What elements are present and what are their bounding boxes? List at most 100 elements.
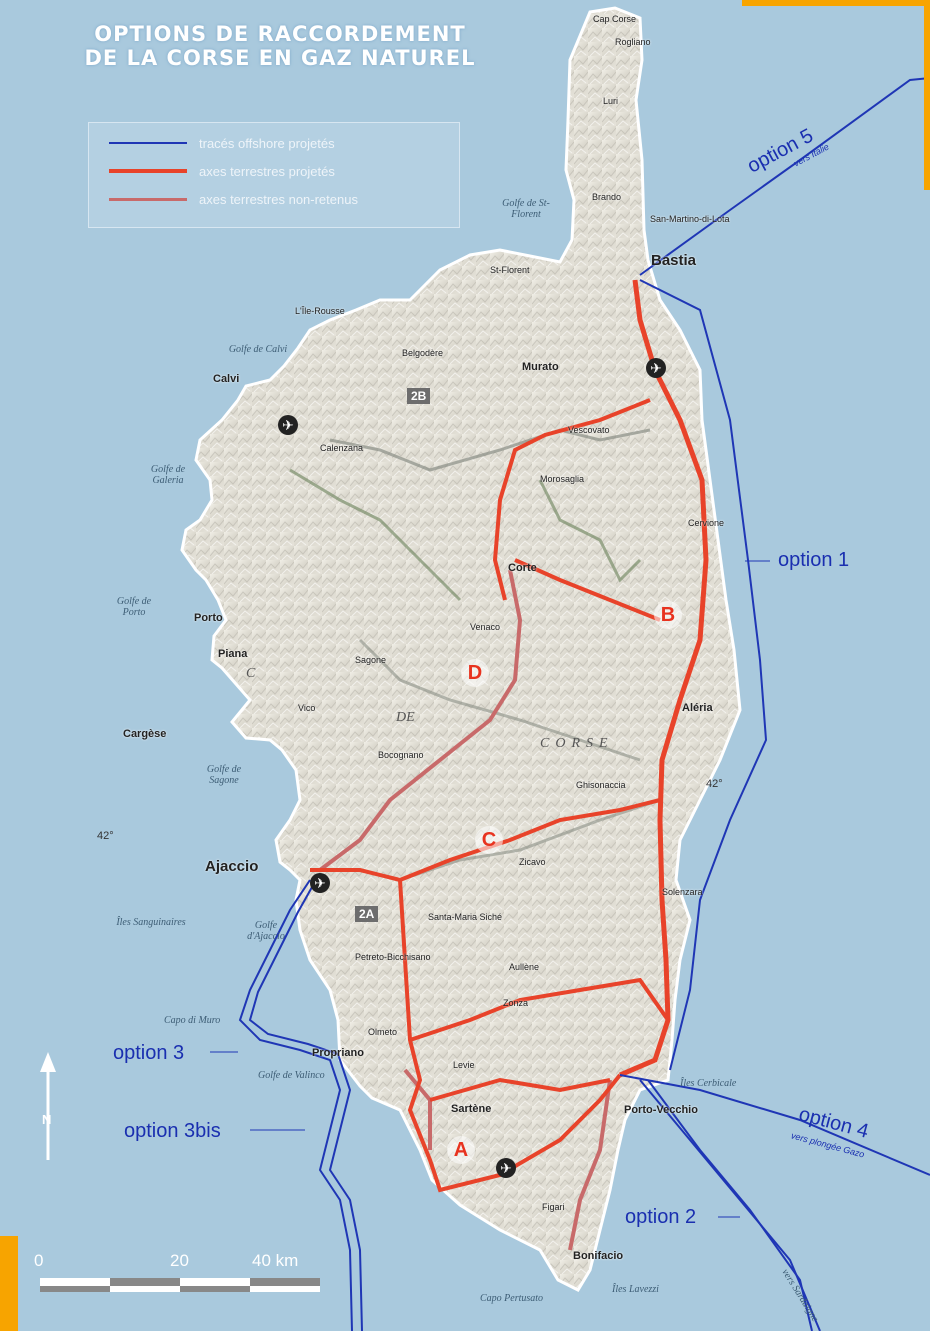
town-belgodere: Belgodère bbox=[402, 348, 444, 358]
town-murato: Murato bbox=[522, 361, 559, 373]
corsica-island bbox=[180, 6, 742, 1292]
sea-label-golfe-ajaccio: Golfe d'Ajaccio bbox=[247, 920, 285, 942]
zone-d-marker: D bbox=[461, 659, 489, 687]
offshore-route-option2b bbox=[647, 1079, 813, 1331]
legend-swatch-offshore bbox=[109, 142, 187, 144]
map-title: OPTIONS DE RACCORDEMENT DE LA CORSE EN G… bbox=[50, 22, 510, 70]
town-aullene: Aullène bbox=[509, 962, 540, 972]
offshore-route-option4 bbox=[619, 1074, 930, 1176]
bottom-left-accent bbox=[0, 1236, 18, 1331]
sea-label-golfe-porto: Golfe de Porto bbox=[116, 596, 152, 618]
town-santa-maria-siche: Santa-Maria Siché bbox=[428, 912, 503, 922]
town-cargese: Cargèse bbox=[123, 728, 167, 740]
scale-label-40: 40 km bbox=[252, 1251, 299, 1270]
terrestrial-route-corte-east bbox=[514, 558, 661, 622]
town-bonifacio: Bonifacio bbox=[573, 1250, 624, 1262]
legend-swatch-terrestrial bbox=[109, 169, 187, 173]
legend-label-terrestrial: axes terrestres projetés bbox=[199, 163, 335, 179]
rejected-route-bonif bbox=[568, 1079, 612, 1251]
town-bastia: Bastia bbox=[651, 252, 697, 269]
town-sagone: Sagone bbox=[355, 655, 387, 665]
town-petreto: Petreto-Bicchisano bbox=[355, 952, 431, 962]
north-arrow bbox=[40, 1052, 56, 1160]
terrestrial-route-sartene bbox=[429, 1077, 611, 1102]
offshore-route-option3bis bbox=[248, 879, 363, 1331]
terrestrial-route-east bbox=[619, 279, 709, 1078]
latitude-label-west: 42° bbox=[97, 830, 114, 842]
town-solenzara: Solenzara bbox=[662, 887, 703, 897]
town-zonza: Zonza bbox=[503, 998, 529, 1008]
sea-label-iles-sanguinaires: Îles Sanguinaires bbox=[116, 917, 186, 928]
legend-label-rejected: axes terrestres non-retenus bbox=[199, 191, 358, 207]
town-aleria: Aléria bbox=[682, 702, 713, 714]
town-rogliano: Rogliano bbox=[615, 37, 651, 47]
airport-icon-bastia: ✈ bbox=[646, 358, 666, 378]
sea-label-iles-cerbicale: Îles Cerbicale bbox=[680, 1078, 737, 1089]
department-2a: 2A bbox=[355, 906, 379, 922]
town-zicavo: Zicavo bbox=[519, 857, 546, 867]
town-piana: Piana bbox=[218, 648, 248, 660]
town-porto: Porto bbox=[194, 612, 223, 624]
town-brando: Brando bbox=[592, 192, 622, 202]
scale-label-0: 0 bbox=[34, 1251, 44, 1270]
airport-icon-calvi: ✈ bbox=[278, 415, 298, 435]
legend-label-offshore: tracés offshore projetés bbox=[199, 135, 335, 151]
town-ile-rousse: L'Île-Rousse bbox=[295, 306, 345, 316]
town-figari: Figari bbox=[542, 1202, 565, 1212]
scale-label-20: 20 bbox=[170, 1251, 189, 1270]
town-ghisonaccia: Ghisonaccia bbox=[576, 780, 626, 790]
sea-label-capo-di-muro: Capo di Muro bbox=[164, 1015, 221, 1026]
town-calvi: Calvi bbox=[213, 373, 240, 385]
right-edge-accent bbox=[924, 0, 930, 190]
rejected-route-west bbox=[318, 569, 523, 872]
town-corte: Corte bbox=[508, 562, 537, 574]
town-cervione: Cervione bbox=[688, 518, 725, 528]
town-vescovato: Vescovato bbox=[568, 425, 610, 435]
terrestrial-route-south bbox=[398, 879, 622, 1193]
sea-label-golfe-galeria: Golfe de Galeria bbox=[150, 464, 186, 486]
town-morosaglia: Morosaglia bbox=[540, 474, 585, 484]
sea-label-golfe-sagone: Golfe de Sagone bbox=[206, 764, 242, 786]
park-label-de: DE bbox=[396, 710, 415, 725]
map-title-line1: OPTIONS DE RACCORDEMENT bbox=[94, 22, 466, 46]
terrestrial-route-mid bbox=[409, 977, 670, 1042]
legend-item-rejected: axes terrestres non-retenus bbox=[109, 189, 358, 209]
airport-icon-figari: ✈ bbox=[496, 1158, 516, 1178]
zone-c-marker: C bbox=[475, 826, 503, 854]
legend-item-offshore: tracés offshore projetés bbox=[109, 133, 335, 153]
latitude-label-east: 42° bbox=[706, 778, 723, 790]
sea-label-iles-lavezzi: Îles Lavezzi bbox=[612, 1284, 659, 1295]
town-luri: Luri bbox=[603, 96, 619, 106]
town-ajaccio: Ajaccio bbox=[205, 858, 259, 875]
department-2b: 2B bbox=[407, 388, 431, 404]
town-propriano: Propriano bbox=[312, 1047, 364, 1059]
offshore-route-option1 bbox=[639, 279, 768, 1071]
sea-label-golfe-valinco: Golfe de Valinco bbox=[258, 1070, 325, 1081]
sea-label-golfe-calvi: Golfe de Calvi bbox=[228, 344, 288, 355]
town-st-florent: St-Florent bbox=[490, 265, 530, 275]
zone-b-marker: B bbox=[654, 601, 682, 629]
town-venaco: Venaco bbox=[470, 622, 501, 632]
scale-bar bbox=[40, 1278, 320, 1292]
park-label-corse: CORSE bbox=[540, 736, 614, 751]
town-sartene: Sartène bbox=[451, 1103, 492, 1115]
offshore-route-option3 bbox=[238, 879, 353, 1331]
town-san-martino: San-Martino-di-Lota bbox=[650, 214, 730, 224]
legend-item-terrestrial: axes terrestres projetés bbox=[109, 161, 335, 181]
option-3bis-label: option 3bis bbox=[124, 1120, 221, 1142]
top-right-accent bbox=[742, 0, 930, 6]
sea-label-capo-pertusato: Capo Pertusato bbox=[480, 1293, 544, 1304]
option-2-label: option 2 bbox=[625, 1206, 697, 1228]
option-1-label: option 1 bbox=[778, 549, 850, 571]
offshore-route-option5 bbox=[639, 77, 930, 276]
park-letter-c: C bbox=[246, 666, 256, 681]
terrestrial-route-corte bbox=[492, 398, 651, 601]
airport-icon-ajaccio: ✈ bbox=[310, 873, 330, 893]
town-vico: Vico bbox=[298, 703, 316, 713]
town-olmeto: Olmeto bbox=[368, 1027, 398, 1037]
legend-swatch-rejected bbox=[109, 197, 187, 201]
sea-label-golfe-st-florent: Golfe de St-Florent bbox=[502, 198, 550, 220]
north-label: N bbox=[42, 1112, 52, 1127]
